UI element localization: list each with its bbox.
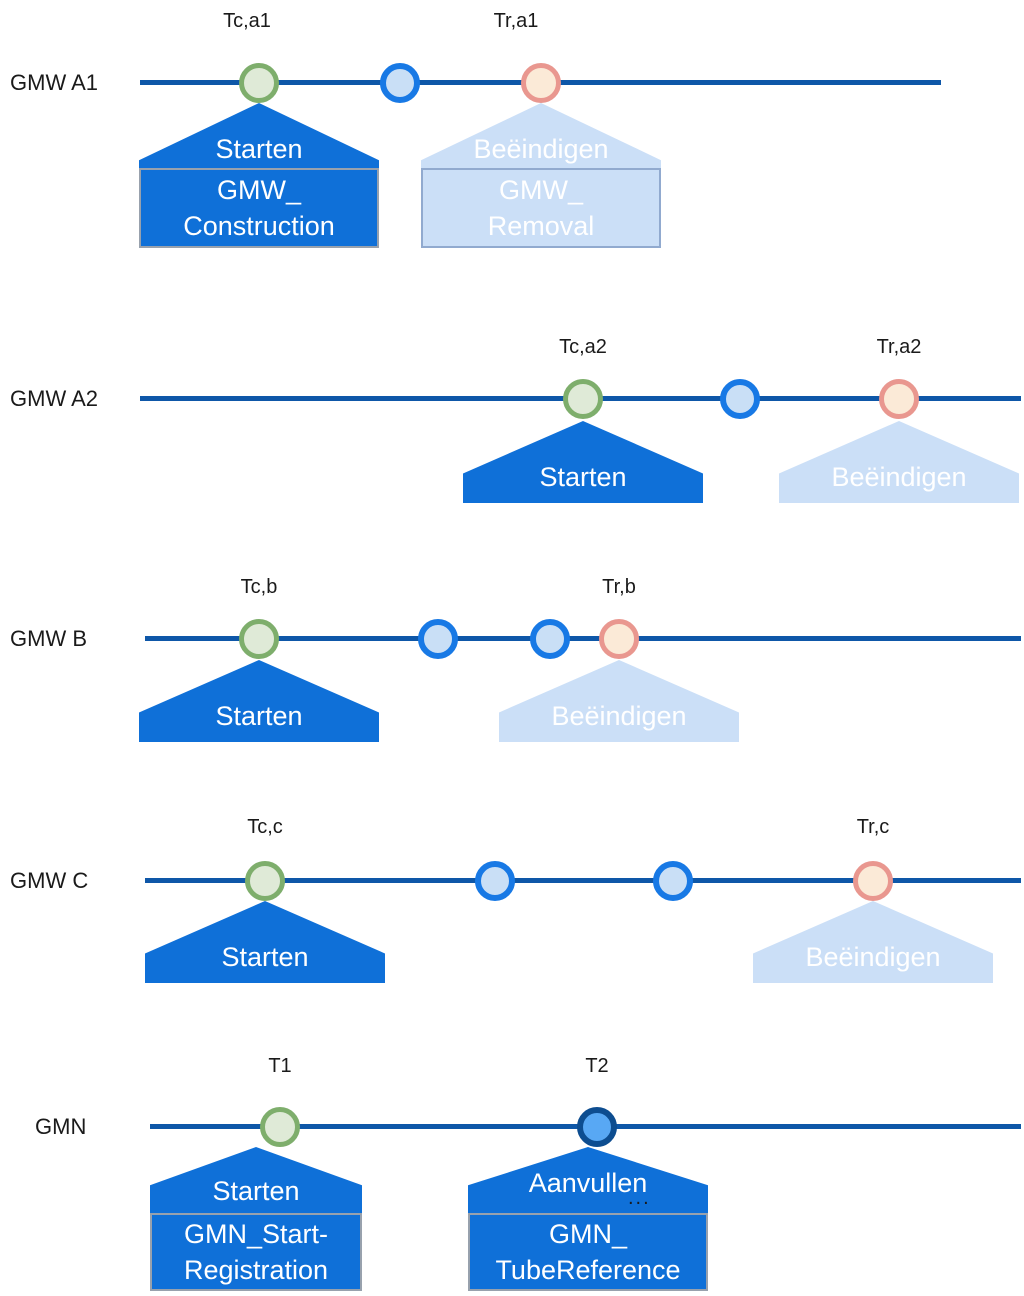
- time-label-tc-b: Tc,b: [240, 576, 278, 598]
- row-label-gmw-b: GMW B: [10, 626, 87, 651]
- time-label-t1: T1: [268, 1055, 292, 1077]
- event-marker-removal-c: [853, 861, 893, 901]
- callout-starten-b: Starten: [139, 660, 379, 742]
- callout-beeindigen-a2: Beëindigen: [779, 421, 1019, 503]
- event-marker-intermediate-a1: [380, 63, 420, 103]
- time-label-tc-a1: Tc,a1: [223, 10, 271, 32]
- callout-box-gmw-removal: GMW_ Removal: [421, 168, 661, 248]
- event-marker-intermediate-b1: [418, 619, 458, 659]
- callout-beeindigen-b: Beëindigen: [499, 660, 739, 742]
- callout-roof-starten-gmn: Starten: [150, 1147, 362, 1213]
- time-label-tr-c: Tr,c: [856, 816, 890, 838]
- time-label-t2: T2: [585, 1055, 609, 1077]
- event-marker-construction-b: [239, 619, 279, 659]
- callout-box-gmn-tube-reference: GMN_ TubeReference: [468, 1213, 708, 1291]
- time-label-tr-a1: Tr,a1: [493, 10, 539, 32]
- event-marker-start-gmn: [260, 1107, 300, 1147]
- time-label-tc-c: Tc,c: [247, 816, 283, 838]
- event-marker-construction-a1: [239, 63, 279, 103]
- event-marker-removal-b: [599, 619, 639, 659]
- event-marker-construction-c: [245, 861, 285, 901]
- event-marker-intermediate-c1: [475, 861, 515, 901]
- callout-box-gmn-start-registration: GMN_Start- Registration: [150, 1213, 362, 1291]
- time-label-tc-a2: Tc,a2: [559, 336, 607, 358]
- callout-roof-beeindigen-a1: Beëindigen: [421, 103, 661, 168]
- event-marker-intermediate-b2: [530, 619, 570, 659]
- row-label-gmw-a1: GMW A1: [10, 70, 99, 95]
- callout-beeindigen-c: Beëindigen: [753, 901, 993, 983]
- callout-starten-c: Starten: [145, 901, 385, 983]
- callout-roof-starten-a1: Starten: [139, 103, 379, 168]
- row-label-gmw-a2: GMW A2: [10, 386, 99, 411]
- timeline-gmw-b: [145, 636, 1021, 641]
- ellipsis-aanvullen: ...: [628, 1187, 651, 1209]
- event-marker-tube-reference-gmn: [577, 1107, 617, 1147]
- time-label-tr-b: Tr,b: [602, 576, 636, 598]
- event-marker-removal-a1: [521, 63, 561, 103]
- callout-roof-aanvullen-gmn: Aanvullen: [468, 1147, 708, 1213]
- callout-starten-a2: Starten: [463, 421, 703, 503]
- callout-box-gmw-construction: GMW_ Construction: [139, 168, 379, 248]
- row-label-gmn: GMN: [35, 1114, 87, 1139]
- event-marker-intermediate-a2: [720, 379, 760, 419]
- timeline-gmw-c: [145, 878, 1021, 883]
- row-label-gmw-c: GMW C: [10, 868, 89, 893]
- event-marker-removal-a2: [879, 379, 919, 419]
- time-label-tr-a2: Tr,a2: [876, 336, 922, 358]
- event-marker-intermediate-c2: [653, 861, 693, 901]
- event-marker-construction-a2: [563, 379, 603, 419]
